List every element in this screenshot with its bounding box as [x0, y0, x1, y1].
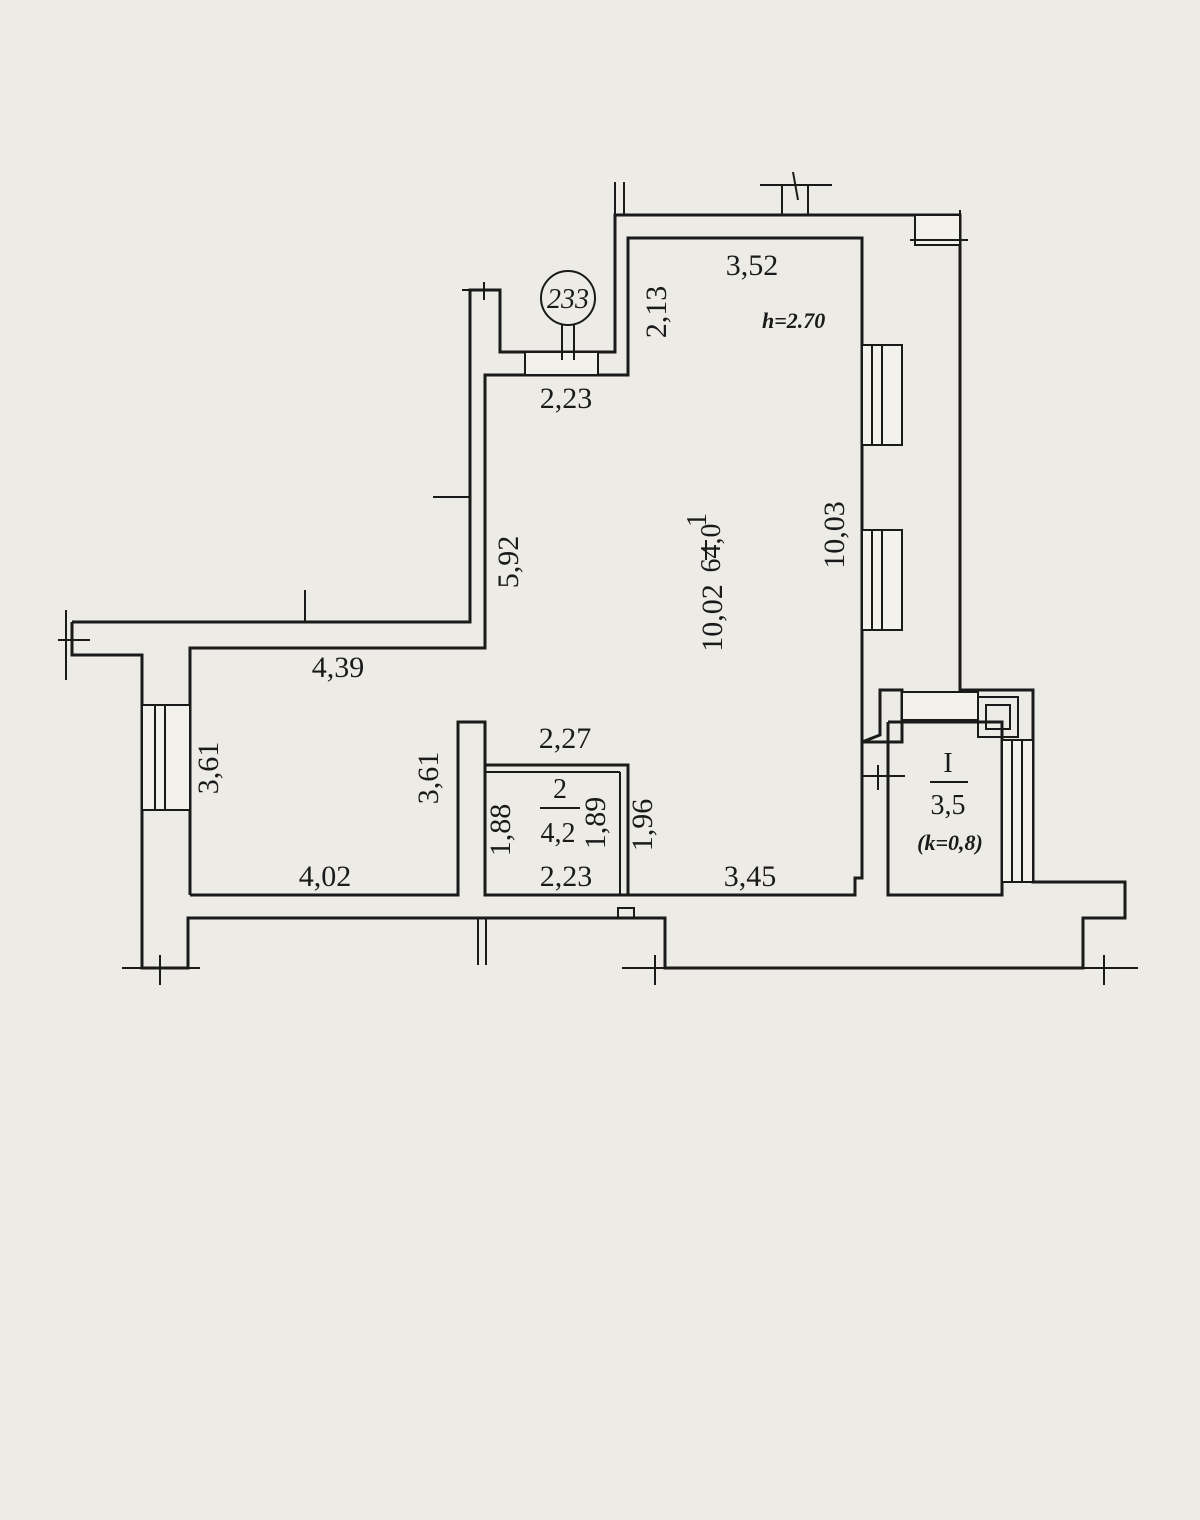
- dimensions: 3,52 2,13 2,23 5,92 10,02 10,03 4,39 3,6…: [192, 249, 851, 893]
- dim-closet-left: 1,88: [484, 804, 517, 857]
- closet-partition: [485, 763, 630, 895]
- room-I-number: I: [943, 748, 952, 779]
- building-number: 233: [547, 284, 589, 315]
- dim-left-room-side: 3,61: [192, 742, 225, 795]
- room-I-area: 3,5: [931, 790, 966, 821]
- dim-right-wall: 10,03: [818, 501, 851, 569]
- dim-main-length: 10,02: [696, 584, 729, 652]
- vestibule-block-inner: [985, 704, 1011, 730]
- dim-left-wing-height: 5,92: [492, 536, 525, 589]
- walls: [70, 213, 1127, 970]
- labels: 233 h=2.70 1 64,0 2 4,2 I 3,5 (k=0,8): [540, 270, 983, 855]
- dim-bottom-right: 3,45: [724, 860, 777, 893]
- building-number-circle: [540, 270, 596, 326]
- room-I-coefficient: (k=0,8): [917, 830, 983, 855]
- window: [1001, 739, 1034, 883]
- dim-notch-width: 2,23: [540, 382, 593, 415]
- dim-left-room-bottom: 4,02: [299, 860, 352, 893]
- room-1-number: 1: [682, 513, 713, 527]
- dim-notch-height: 2,13: [640, 286, 673, 339]
- inner-wall: [188, 236, 904, 897]
- dim-left-room-top: 4,39: [312, 651, 365, 684]
- window: [901, 691, 979, 721]
- dim-top-width: 3,52: [726, 249, 779, 282]
- dim-closet-right: 1,96: [626, 799, 659, 852]
- room-2-area: 4,2: [541, 818, 576, 849]
- dim-closet-bottom: 2,23: [540, 860, 593, 893]
- outer-wall: [70, 213, 1127, 970]
- windows: [141, 214, 1034, 883]
- vestibule-block: [977, 696, 1019, 738]
- ceiling-height: h=2.70: [762, 308, 825, 333]
- dim-closet-top: 2,27: [539, 722, 592, 755]
- dim-partition-side: 3,61: [412, 752, 445, 805]
- dim-closet-inner: 1,89: [579, 797, 612, 850]
- room-2-number: 2: [553, 774, 567, 805]
- vestibule-wall: [886, 720, 1004, 897]
- room-1-area: 64,0: [696, 524, 727, 573]
- break-marks: [58, 171, 1138, 985]
